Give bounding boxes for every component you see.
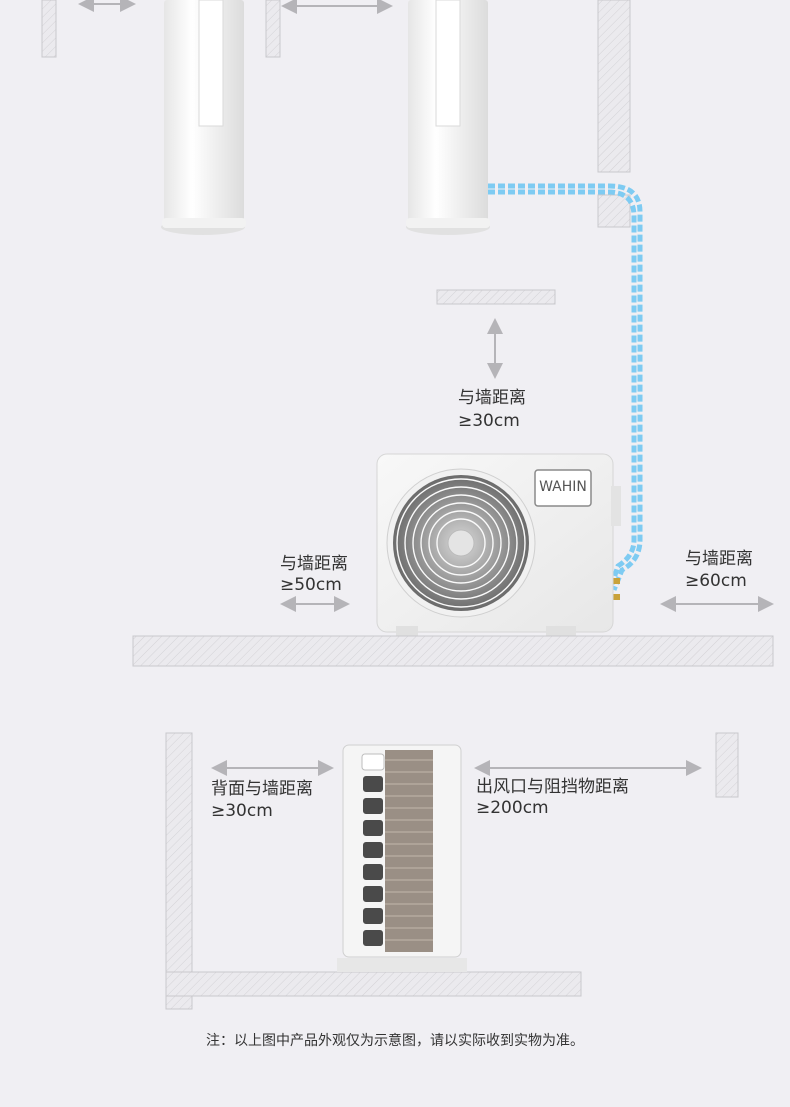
top-mid-wall-stub: [265, 0, 281, 58]
back-clearance-value: ≥30cm: [211, 801, 273, 821]
outlet-clearance-title: 出风口与阻挡物距离: [476, 777, 629, 797]
outlet-clearance-value: ≥200cm: [476, 798, 549, 818]
top-obstacle-slab: [436, 289, 556, 305]
left-clearance-value: ≥50cm: [280, 575, 342, 595]
top-arrows: [78, 0, 393, 14]
footnote: 注：以上图中产品外观仅为示意图，请以实际收到实物为准。: [206, 1033, 584, 1049]
top-left-wall-stub: [41, 0, 57, 58]
wahin-logo-badge: [534, 469, 592, 507]
refrigerant-pipe: [488, 183, 643, 591]
back-clearance-title: 背面与墙距离: [211, 779, 313, 799]
outdoor-unit-side: [337, 744, 467, 972]
pipe-valves: [612, 578, 620, 600]
logo-text: WAHIN: [539, 479, 587, 495]
indoor-unit-left: [161, 0, 246, 235]
ground-slab: [132, 635, 774, 667]
top-clearance-title: 与墙距离: [458, 388, 526, 408]
right-clearance-value: ≥60cm: [685, 571, 747, 591]
side-obstacle: [715, 732, 739, 798]
indoor-unit-right: [406, 0, 490, 235]
right-clearance-title: 与墙距离: [685, 549, 753, 569]
top-clearance-value: ≥30cm: [458, 411, 520, 431]
left-clearance-title: 与墙距离: [280, 554, 348, 574]
top-right-wall: [597, 0, 631, 228]
side-back-wall: [165, 732, 193, 1010]
side-ground: [165, 971, 582, 997]
